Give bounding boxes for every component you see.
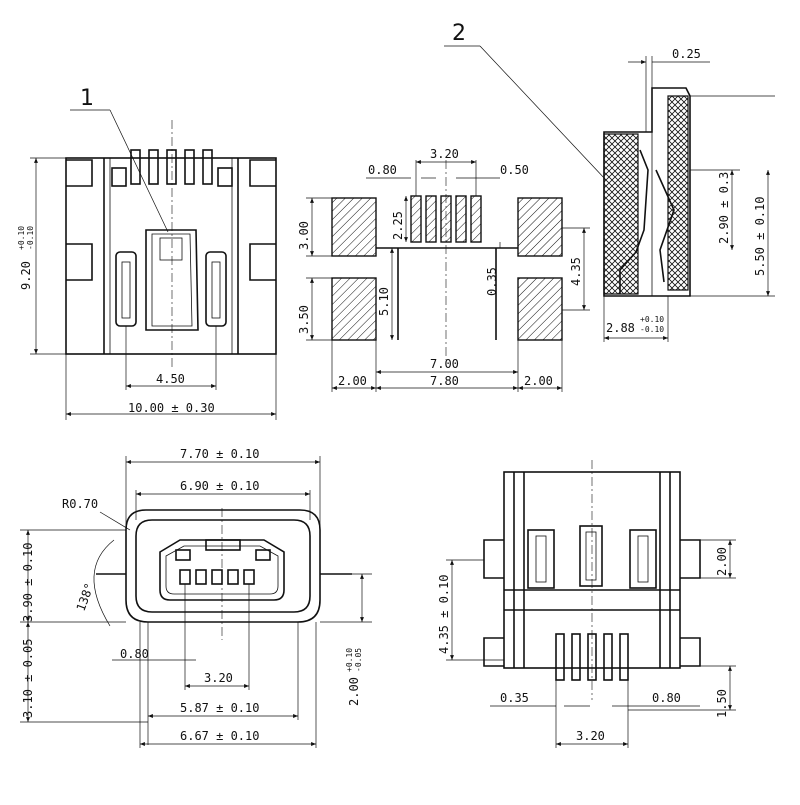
footprint-right-h-dim: 4.35 xyxy=(569,257,583,286)
footprint-left-w-dim: 2.00 xyxy=(338,374,367,388)
top-view-inner-dim: 4.50 xyxy=(156,372,185,386)
footprint-view: 3.20 0.80 0.50 2.25 3.00 3.50 5.10 0.35 … xyxy=(297,147,590,392)
front-view-lower-h-dim: 3.10 ± 0.05 xyxy=(21,639,35,718)
front-view: 7.70 ± 0.10 6.90 ± 0.10 R0.70 138° 3.90 … xyxy=(20,447,372,748)
footprint-right-w-dim: 2.00 xyxy=(524,374,553,388)
footprint-pad-len-dim: 2.25 xyxy=(391,211,405,240)
top-view-height-tol-plus: +0.10 xyxy=(17,226,26,250)
footprint-mount-pad-h2-dim: 3.50 xyxy=(297,305,311,334)
side-view-body xyxy=(603,87,691,297)
side-view-depth-tol-minus: -0.10 xyxy=(640,325,664,334)
pad-top-left xyxy=(331,197,377,257)
top-view-flanges xyxy=(66,159,276,281)
side-view-thickness-dim: 0.25 xyxy=(672,47,701,61)
callout-1: 1 xyxy=(80,86,94,111)
front-view-right-h-dim: 2.00 xyxy=(347,677,361,706)
bottom-view-pins xyxy=(555,633,629,681)
side-view-depth-dim: 2.88 xyxy=(606,321,635,335)
bottom-view-lead-h-dim: 1.50 xyxy=(715,689,729,718)
front-view-pin-span-dim: 3.20 xyxy=(204,671,233,685)
side-view-depth-tol-plus: +0.10 xyxy=(640,315,664,324)
front-view-plug-w-dim: 5.87 ± 0.10 xyxy=(180,701,259,715)
front-view-radius-dim: R0.70 xyxy=(62,497,98,511)
pad-bottom-left xyxy=(331,277,377,341)
front-view-right-h-tol-plus: +0.10 xyxy=(345,648,354,672)
side-view: 0.25 2.90 ± 0.3 5.50 ± 0.10 2.88 +0.10 -… xyxy=(444,21,775,342)
front-view-base-w-dim: 6.67 ± 0.10 xyxy=(180,729,259,743)
top-view-plug xyxy=(145,229,199,331)
top-view-width-dim: 10.00 ± 0.30 xyxy=(128,401,215,415)
top-view: 10.00 ± 0.30 4.50 9.20 +0.10 -0.10 1 xyxy=(17,86,277,420)
front-view-contacts xyxy=(175,539,271,585)
footprint-gap-dim: 0.35 xyxy=(485,267,499,296)
bottom-view-left-h-dim: 4.35 ± 0.10 xyxy=(437,575,451,654)
top-view-pins xyxy=(130,149,213,185)
side-view-total-h-dim: 5.50 ± 0.10 xyxy=(753,197,767,276)
front-view-angle-dim: 138° xyxy=(74,581,97,613)
callout-2: 2 xyxy=(452,21,466,46)
front-view-right-h-tol-minus: -0.05 xyxy=(354,648,363,672)
front-view-outer-w-dim: 7.70 ± 0.10 xyxy=(180,447,259,461)
front-view-offset-dim: 0.80 xyxy=(120,647,149,661)
bottom-view-right-h-dim: 2.00 xyxy=(715,547,729,576)
pad-top-right xyxy=(517,197,563,257)
front-view-height-dim: 3.90 ± 0.10 xyxy=(21,543,35,622)
pad-bottom-right xyxy=(517,277,563,341)
top-view-body xyxy=(65,157,277,355)
top-view-height-dim: 9.20 xyxy=(19,261,33,290)
side-view-inner-h-dim: 2.90 ± 0.3 xyxy=(717,172,731,244)
front-view-inner-w-dim: 6.90 ± 0.10 xyxy=(180,479,259,493)
bottom-view-pin-span-dim: 3.20 xyxy=(576,729,605,743)
footprint-pad-width-dim: 0.80 xyxy=(368,163,397,177)
bottom-view-right-w-dim: 0.80 xyxy=(652,691,681,705)
footprint-overall-w-dim: 7.80 xyxy=(430,374,459,388)
footprint-mount-pad-h-dim: 3.00 xyxy=(297,221,311,250)
front-view-plug-cavity xyxy=(159,539,285,601)
front-view-shell xyxy=(125,509,321,623)
footprint-inner-h-dim: 5.10 xyxy=(377,287,391,316)
footprint-inner-w-dim: 7.00 xyxy=(430,357,459,371)
bottom-view-lead-w-dim: 0.35 xyxy=(500,691,529,705)
top-view-height-tol-minus: -0.10 xyxy=(26,226,35,250)
footprint-pitch-span-dim: 3.20 xyxy=(430,147,459,161)
footprint-pitch-gap-dim: 0.50 xyxy=(500,163,529,177)
bottom-view: 4.35 ± 0.10 2.00 1.50 0.35 0.80 3.20 xyxy=(437,460,736,748)
